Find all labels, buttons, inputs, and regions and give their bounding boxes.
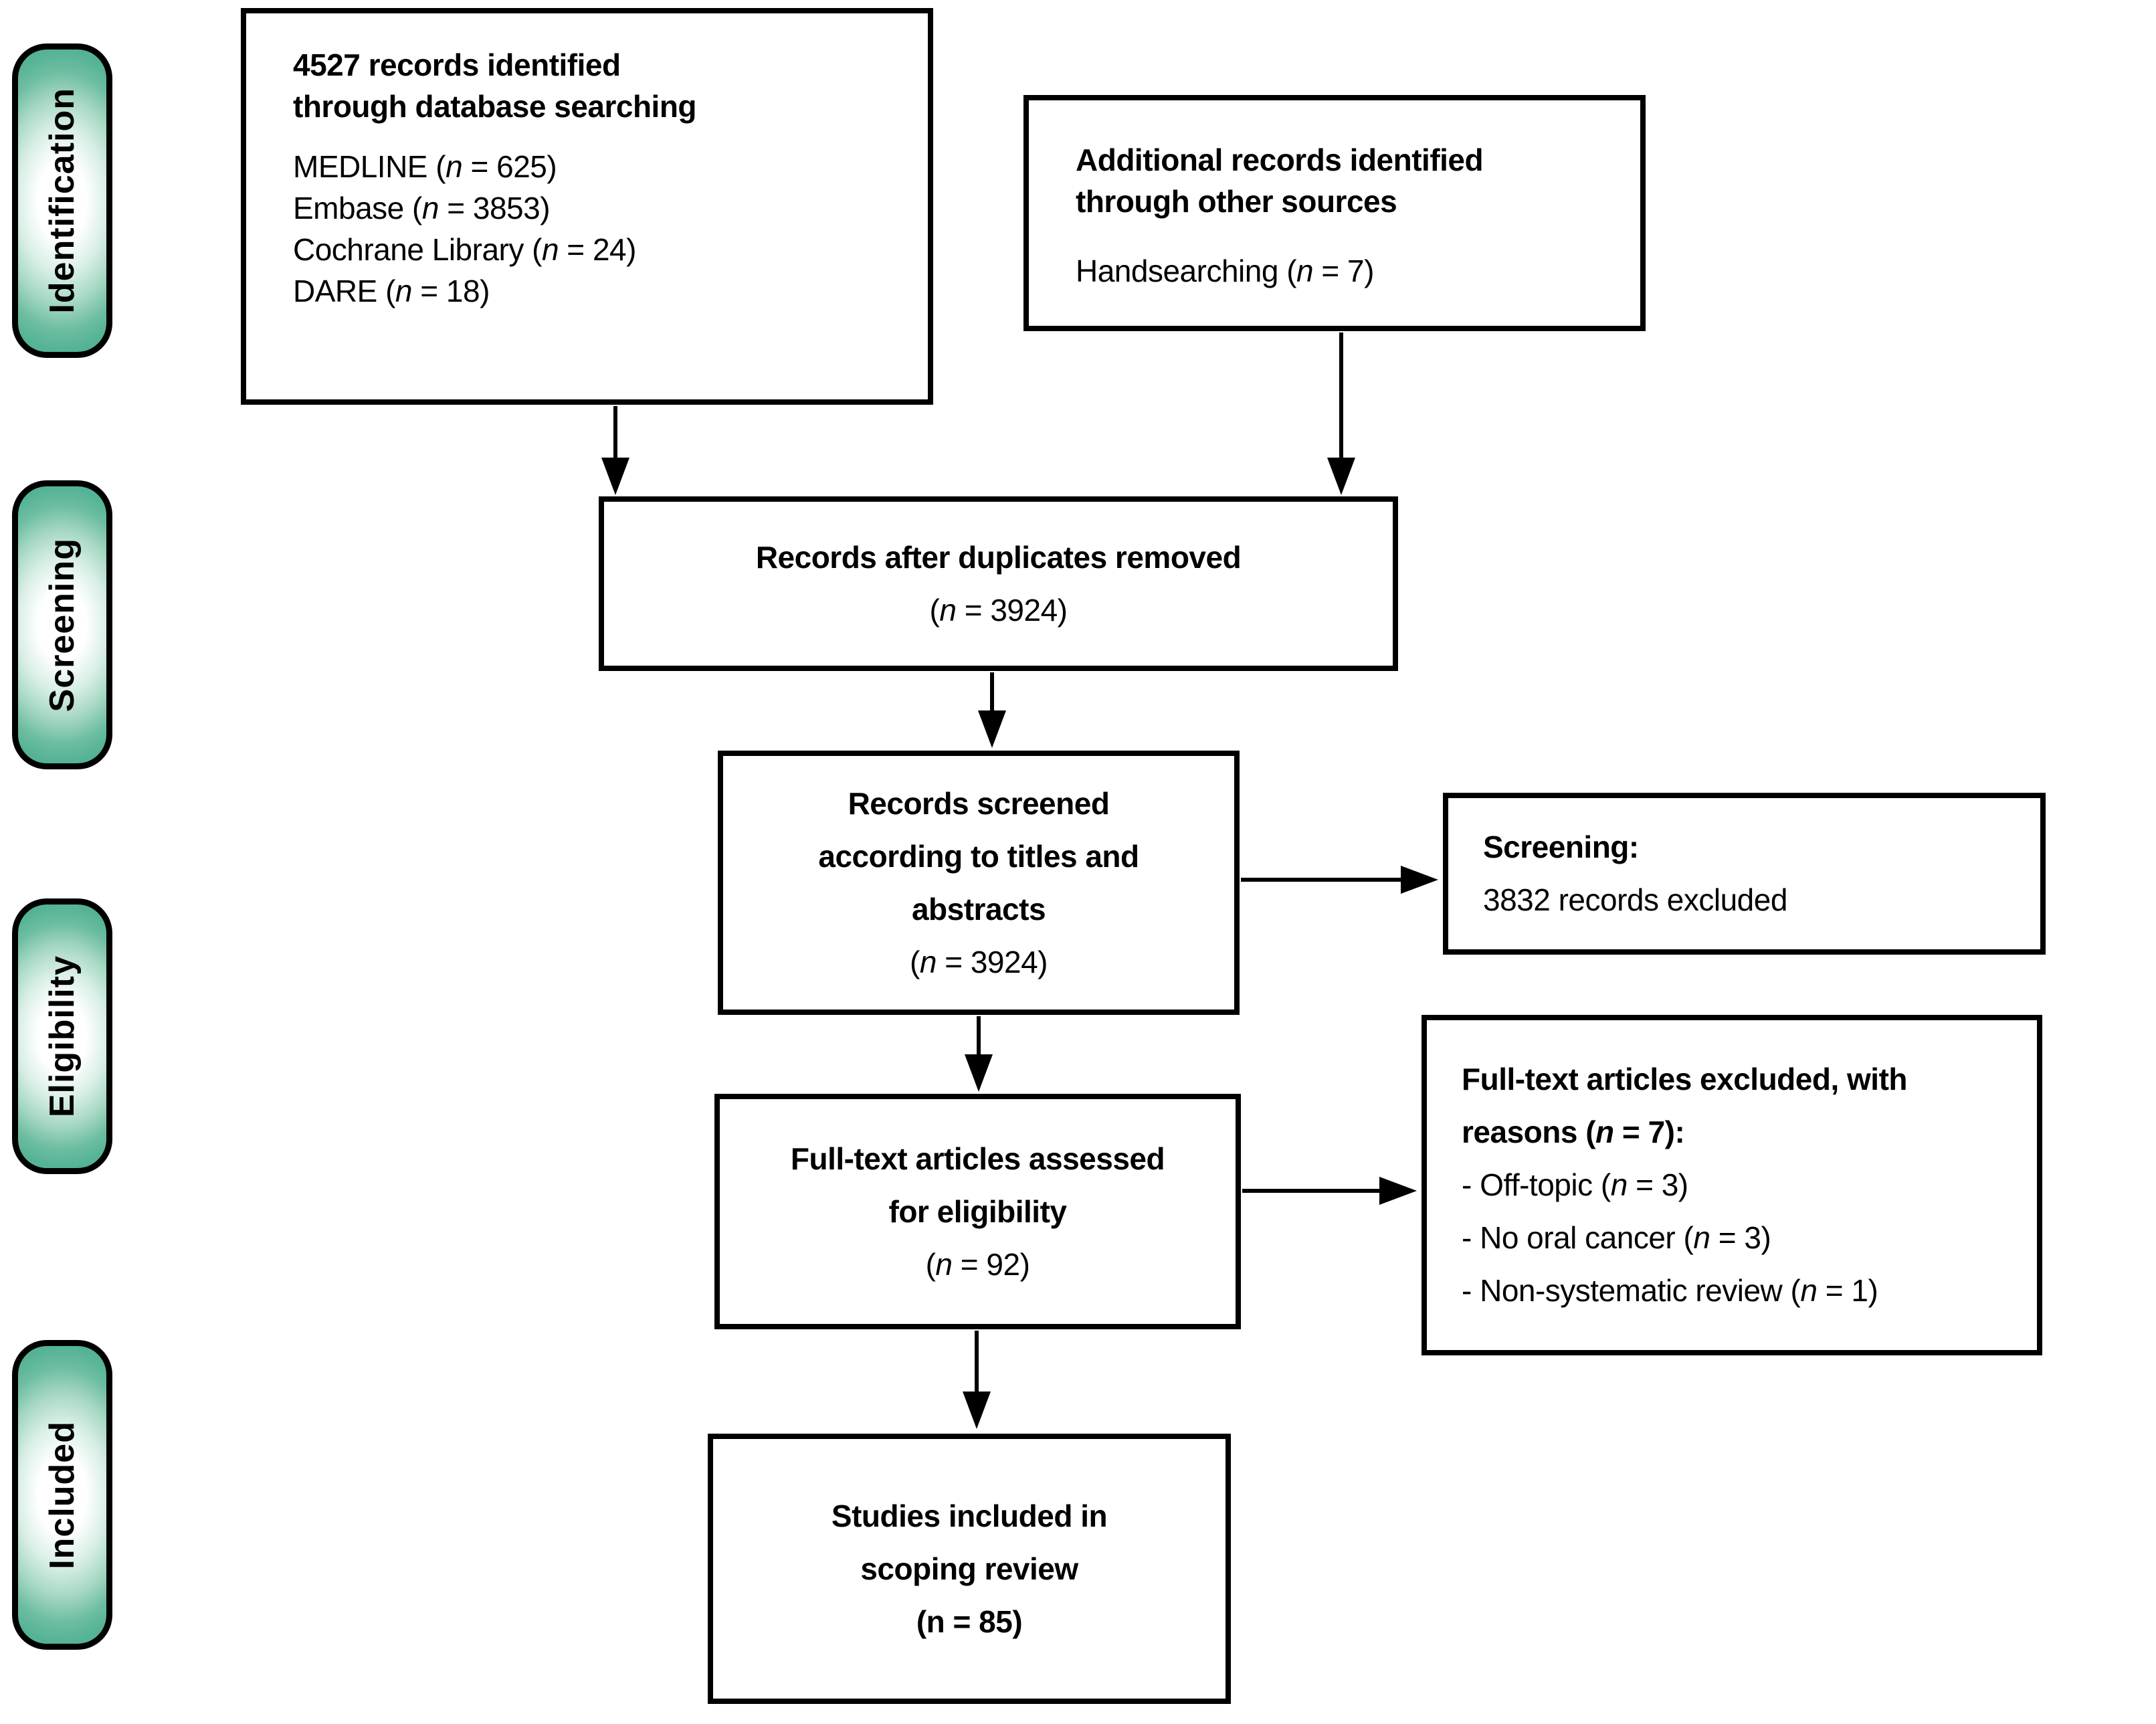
- stage-label-identification: Identification: [12, 43, 112, 358]
- box-database-search-source-dare: DARE (n = 18): [293, 274, 490, 308]
- box-database-search-source-embase: Embase (n = 3853): [293, 191, 551, 225]
- box-database-search: 4527 records identified through database…: [241, 8, 933, 405]
- arrow-screened-to-fulltext: [965, 1016, 993, 1092]
- box-database-search-source-medline: MEDLINE (n = 625): [293, 149, 557, 184]
- box-records-screened-title-line3: abstracts: [911, 891, 1046, 927]
- box-studies-included-title-line1: Studies included in: [831, 1498, 1108, 1533]
- box-other-sources-title-line1: Additional records identified: [1076, 142, 1484, 177]
- box-other-sources: Additional records identified through ot…: [1023, 95, 1646, 331]
- box-records-screened-count: (n = 3924): [910, 944, 1048, 979]
- arrow-fulltext-to-included: [963, 1331, 991, 1429]
- spacer: [293, 127, 904, 146]
- arrow-database-to-duplicates: [601, 406, 629, 495]
- stage-label-screening-text: Screening: [43, 537, 82, 712]
- box-records-screened: Records screened according to titles and…: [718, 751, 1240, 1015]
- box-duplicates-removed-title: Records after duplicates removed: [755, 539, 1242, 575]
- box-other-sources-title-line2: through other sources: [1076, 184, 1397, 219]
- box-duplicates-removed: Records after duplicates removed (n = 39…: [599, 496, 1398, 671]
- box-fulltext-assessed-title-line1: Full-text articles assessed: [790, 1141, 1165, 1176]
- stage-label-screening: Screening: [12, 480, 112, 769]
- box-duplicates-removed-count: (n = 3924): [929, 592, 1068, 628]
- box-studies-included: Studies included in scoping review (n = …: [708, 1434, 1231, 1704]
- arrow-screened-to-screening-excluded: [1241, 866, 1438, 894]
- box-fulltext-assessed-count: (n = 92): [925, 1246, 1030, 1282]
- box-studies-included-count: (n = 85): [916, 1604, 1023, 1639]
- box-fulltext-excluded-title-line2: reasons (n = 7):: [1462, 1115, 1685, 1149]
- box-other-sources-handsearching: Handsearching (n = 7): [1076, 254, 1374, 288]
- stage-label-identification-text: Identification: [43, 88, 82, 314]
- box-fulltext-excluded-reason-nooralcancer: - No oral cancer (n = 3): [1462, 1220, 1771, 1255]
- stage-label-included-text: Included: [43, 1420, 82, 1569]
- arrow-othersources-to-duplicates: [1327, 332, 1355, 495]
- box-database-search-title-line1: 4527 records identified: [293, 47, 621, 82]
- stage-label-eligibility-text: Eligibility: [43, 955, 82, 1118]
- arrow-fulltext-to-fulltext-excluded: [1242, 1177, 1417, 1205]
- box-database-search-source-cochrane: Cochrane Library (n = 24): [293, 232, 636, 267]
- box-database-search-title-line2: through database searching: [293, 89, 697, 124]
- box-records-screened-title-line2: according to titles and: [818, 838, 1139, 874]
- box-fulltext-excluded: Full-text articles excluded, with reason…: [1422, 1015, 2042, 1355]
- box-studies-included-title-line2: scoping review: [860, 1551, 1078, 1586]
- box-screening-excluded: Screening: 3832 records excluded: [1443, 793, 2046, 955]
- box-screening-excluded-detail: 3832 records excluded: [1483, 882, 1787, 917]
- spacer: [1076, 222, 1616, 250]
- box-fulltext-excluded-reason-nonsystematic: - Non-systematic review (n = 1): [1462, 1273, 1878, 1308]
- stage-label-eligibility: Eligibility: [12, 898, 112, 1174]
- box-fulltext-assessed: Full-text articles assessed for eligibil…: [714, 1094, 1241, 1329]
- box-fulltext-excluded-reason-offtopic: - Off-topic (n = 3): [1462, 1167, 1688, 1202]
- arrow-duplicates-to-screened: [978, 672, 1006, 748]
- box-fulltext-excluded-title-line1: Full-text articles excluded, with: [1462, 1062, 1908, 1096]
- stage-label-included: Included: [12, 1340, 112, 1650]
- box-screening-excluded-heading: Screening:: [1483, 830, 1639, 864]
- box-records-screened-title-line1: Records screened: [848, 785, 1110, 821]
- box-fulltext-assessed-title-line2: for eligibility: [888, 1193, 1067, 1229]
